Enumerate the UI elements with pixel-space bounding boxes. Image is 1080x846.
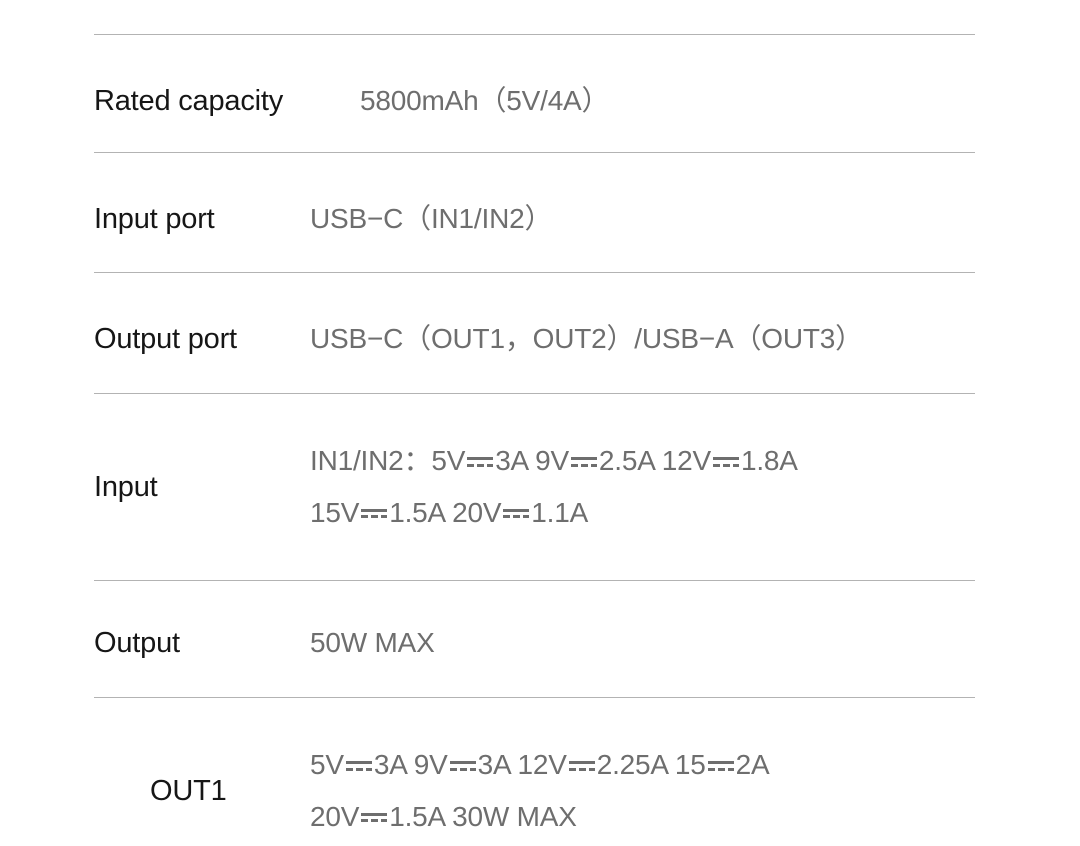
spec-label-rated-capacity: Rated capacity (94, 84, 284, 117)
input-line2-segment-3: 1.1A (531, 497, 589, 528)
input-line1-segment-2: 3A 9V (495, 445, 569, 477)
row-separator (94, 697, 975, 698)
out1-line2-segment-1: 20V (310, 801, 360, 832)
spec-value-input-port: USB−C（IN1/IN2） (310, 203, 553, 235)
spec-value-output-port: USB−C（OUT1，OUT2）/USB−A（OUT3） (310, 323, 863, 355)
spec-row-rated-capacity: Rated capacity 5800mAh（5V/4A） (94, 78, 980, 124)
spec-row-out1: OUT1 5V 3A 9V 3A 12V 2.25A 15 2A 20V 1.5A 30W… (94, 736, 980, 846)
spec-row-output: Output 50W MAX (94, 620, 980, 666)
dc-power-icon (345, 755, 372, 776)
dc-power-icon (570, 451, 597, 472)
spec-label-input: Input (94, 470, 158, 503)
out1-line1-segment-5: 2A (735, 749, 770, 781)
spec-label-input-port: Input port (94, 202, 215, 235)
spec-label-output: Output (94, 626, 180, 659)
row-separator (94, 34, 975, 35)
input-line1-segment-3: 2.5A 12V (598, 445, 711, 477)
out1-line2-segment-2: 1.5A 30W MAX (389, 801, 577, 832)
spec-row-input: Input IN1/IN2：5V 3A 9V 2.5A 12V 1.8A 15V 1.5… (94, 432, 980, 542)
out1-line1-segment-3: 3A 12V (477, 749, 567, 781)
out1-line1-segment-2: 3A 9V (373, 749, 448, 781)
out1-line1-segment-1: 5V (310, 749, 344, 781)
spec-value-rated-capacity: 5800mAh（5V/4A） (360, 85, 610, 117)
row-separator (94, 152, 975, 153)
spec-value-out1: 5V 3A 9V 3A 12V 2.25A 15 2A 20V 1.5A 30W MAX (310, 745, 770, 837)
spec-row-input-port: Input port USB−C（IN1/IN2） (94, 196, 980, 242)
dc-power-icon (449, 755, 476, 776)
dc-power-icon (503, 502, 530, 523)
row-separator (94, 393, 975, 394)
input-line2-segment-2: 1.5A 20V (389, 497, 502, 528)
dc-power-icon (467, 451, 494, 472)
input-line1-segment-1: IN1/IN2：5V (310, 445, 466, 477)
dc-power-icon (361, 502, 388, 523)
spec-row-output-port: Output port USB−C（OUT1，OUT2）/USB−A（OUT3） (94, 316, 980, 362)
out1-line-1: 5V 3A 9V 3A 12V 2.25A 15 2A (310, 745, 770, 785)
input-line-1: IN1/IN2：5V 3A 9V 2.5A 12V 1.8A (310, 441, 798, 481)
row-separator (94, 272, 975, 273)
spec-label-output-port: Output port (94, 322, 237, 355)
spec-label-out1: OUT1 (150, 774, 227, 807)
spec-value-output: 50W MAX (310, 627, 435, 659)
dc-power-icon (707, 755, 734, 776)
specification-sheet: Rated capacity 5800mAh（5V/4A） Input port… (94, 34, 980, 832)
input-line1-segment-4: 1.8A (740, 445, 798, 477)
input-line-2: 15V 1.5A 20V 1.1A (310, 493, 798, 533)
out1-line-2: 20V 1.5A 30W MAX (310, 797, 770, 837)
input-line2-segment-1: 15V (310, 497, 360, 528)
dc-power-icon (712, 451, 739, 472)
row-separator (94, 580, 975, 581)
out1-line1-segment-4: 2.25A 15 (596, 749, 706, 781)
dc-power-icon (568, 755, 595, 776)
